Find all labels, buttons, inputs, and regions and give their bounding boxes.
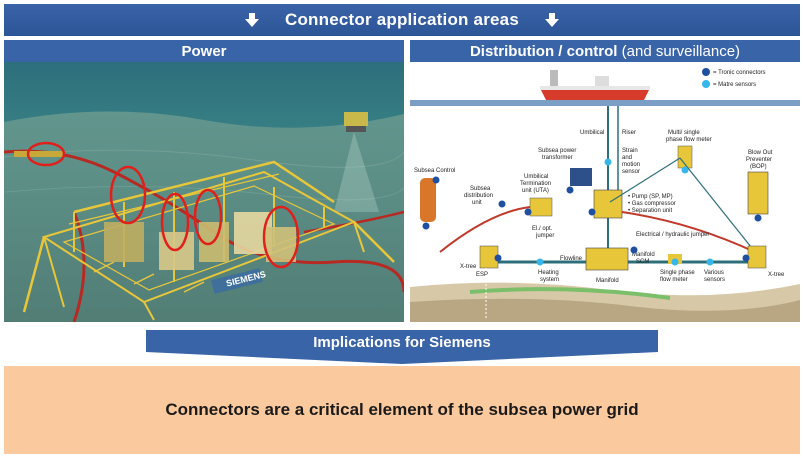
matre-sensor-marker xyxy=(681,166,689,174)
connector-highlight-ellipse xyxy=(160,192,190,252)
connector-highlight-ellipse xyxy=(193,188,223,246)
tronic-connector-marker xyxy=(566,186,574,194)
label-single-phase-1: Single phase xyxy=(660,270,695,276)
subsea-control-module xyxy=(420,178,436,222)
connector-highlights xyxy=(26,141,300,269)
down-arrow-icon xyxy=(244,13,259,27)
uta-unit xyxy=(529,197,553,217)
tronic-connector-marker xyxy=(524,208,532,216)
power-title: Power xyxy=(181,42,227,60)
xmas-tree-right xyxy=(747,245,767,269)
label-heating-1: Heating xyxy=(538,270,559,276)
label-subsea-power-1: Subsea power xyxy=(538,148,576,154)
tronic-connector-marker xyxy=(498,200,506,208)
label-subsea-control: Subsea Control xyxy=(414,168,455,174)
label-strain-4: sensor xyxy=(622,169,640,175)
implications-title: Implications for Siemens xyxy=(313,333,491,351)
connector-highlight-ellipse xyxy=(109,165,147,225)
power-illustration: SIEMENS xyxy=(4,62,404,322)
top-banner: Connector application areas xyxy=(4,4,800,36)
legend-tronic: = Tronic connectors xyxy=(713,70,766,76)
label-flow-meter-2: phase flow meter xyxy=(666,137,712,143)
label-manifold-scm-1: Manifold xyxy=(632,252,655,258)
connector-markers xyxy=(422,158,762,266)
tronic-connector-marker xyxy=(754,214,762,222)
matre-sensor-legend-icon xyxy=(702,80,710,88)
tronic-connector-marker xyxy=(588,208,596,216)
label-bop-1: Blow Out xyxy=(748,150,773,156)
distribution-panel-header: Distribution / control (and surveillance… xyxy=(410,40,800,62)
label-separation: • Separation unit xyxy=(628,208,672,214)
pump-module xyxy=(593,189,623,219)
label-uta-1: Umbilical xyxy=(524,174,548,180)
label-gas-compressor: • Gas compressor xyxy=(628,201,676,207)
matre-sensor-marker xyxy=(536,258,544,266)
tronic-connector-marker xyxy=(630,246,638,254)
label-riser: Riser xyxy=(622,130,636,136)
tronic-connector-marker xyxy=(494,254,502,262)
manifold-unit xyxy=(585,247,629,271)
down-arrow-icon xyxy=(545,13,559,27)
label-umbilical: Umbilical xyxy=(580,130,604,136)
label-flowline: Flowline xyxy=(560,256,583,262)
distribution-title-suffix: (and surveillance) xyxy=(617,42,741,60)
label-various-1: Various xyxy=(704,270,724,276)
rov-vehicle xyxy=(344,112,368,132)
label-flow-meter-1: Multi/ single xyxy=(668,130,700,136)
power-panel-header: Power xyxy=(4,40,404,62)
bop-unit xyxy=(747,171,769,215)
distribution-diagram: = Tronic connectors = Matre sensors Umbi… xyxy=(410,62,800,322)
distribution-title: Distribution / control xyxy=(469,42,618,60)
label-strain-1: Strain xyxy=(622,148,638,154)
label-manifold-scm-2: SCM xyxy=(636,259,649,265)
conclusion-text: Connectors are a critical element of the… xyxy=(165,400,639,419)
subsea-power-station xyxy=(22,160,395,321)
label-xtree-right: X-tree xyxy=(768,272,785,278)
label-distribution-3: unit xyxy=(472,200,482,206)
label-subsea-power-2: transformer xyxy=(542,155,573,161)
label-bop-3: (BOP) xyxy=(750,164,767,170)
label-strain-2: and xyxy=(622,155,632,161)
fpso-vessel xyxy=(540,70,650,100)
tronic-connector-marker xyxy=(742,254,750,262)
label-single-phase-2: flow meter xyxy=(660,277,688,283)
label-distribution-2: distribution xyxy=(464,193,493,199)
implications-chevron xyxy=(146,330,658,364)
label-various-2: sensors xyxy=(704,277,725,283)
conclusion-box: Connectors are a critical element of the… xyxy=(4,366,800,454)
label-el-hydraulic: Electrical / hydraulic jumper xyxy=(636,232,709,238)
legend-matre: = Matre sensors xyxy=(713,82,756,88)
label-distribution-1: Subsea xyxy=(470,186,491,192)
label-el-jumper-1: El./ opt. xyxy=(532,226,553,232)
connector-highlight-ellipse xyxy=(26,141,66,167)
matre-sensor-marker xyxy=(671,258,679,266)
label-xtree-left: X-tree xyxy=(460,264,477,270)
label-el-jumper-2: jumper xyxy=(535,233,554,239)
label-uta-3: unit (UTA) xyxy=(522,188,549,194)
label-pump: • Pump (SP, MP) xyxy=(628,194,673,200)
matre-sensor-marker xyxy=(706,258,714,266)
tronic-connector-marker xyxy=(432,176,440,184)
tronic-connector-legend-icon xyxy=(702,68,710,76)
label-bop-2: Preventer xyxy=(746,157,772,163)
label-strain-3: motion xyxy=(622,162,640,168)
label-manifold: Manifold xyxy=(596,278,619,284)
tronic-connector-marker xyxy=(422,222,430,230)
banner-title: Connector application areas xyxy=(284,10,519,29)
label-esp: ESP xyxy=(476,272,488,278)
matre-sensor-marker xyxy=(604,158,612,166)
legend: = Tronic connectors = Matre sensors xyxy=(702,68,766,88)
label-heating-2: system xyxy=(540,277,559,283)
power-transformer xyxy=(570,168,592,186)
label-uta-2: Termination xyxy=(520,181,551,187)
connector-highlight-ellipse xyxy=(262,205,300,269)
